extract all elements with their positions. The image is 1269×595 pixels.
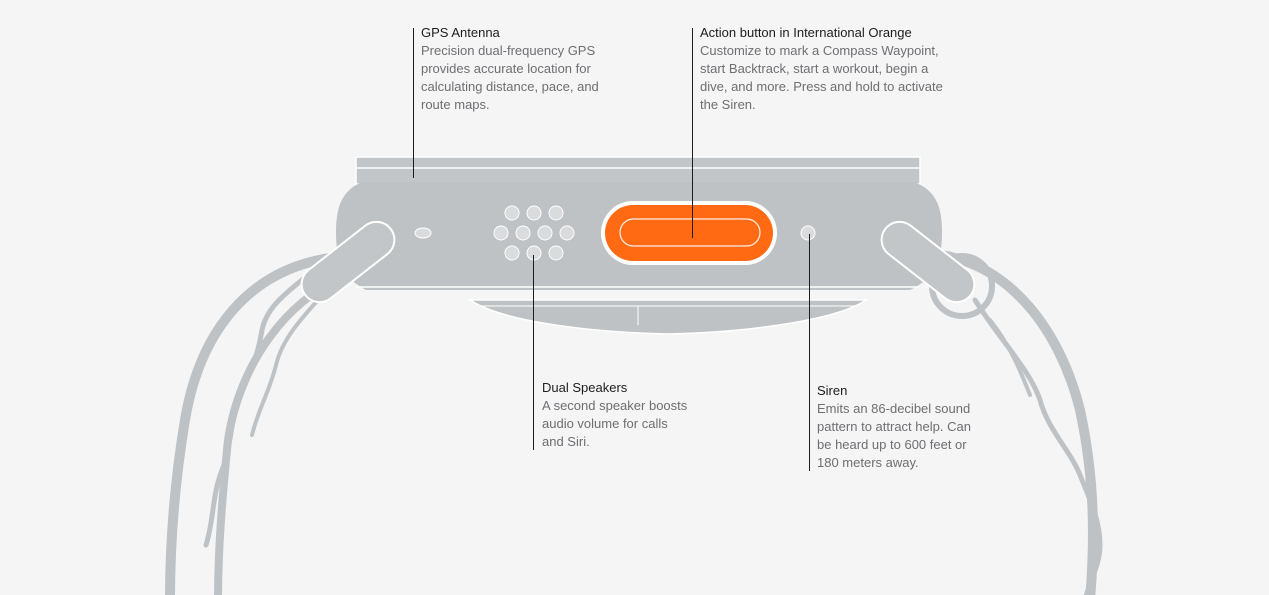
gps-leader-line [413,28,414,178]
dual-speakers-callout: Dual Speakers A second speaker boosts au… [542,379,762,451]
action-button [605,205,773,261]
speakers-leader-line [533,255,534,450]
siren-desc-line: Emits an 86-decibel sound [817,401,971,416]
action-leader-line [692,28,693,238]
gps-antenna-callout: GPS Antenna Precision dual-frequency GPS… [421,24,681,114]
siren-port [800,225,816,241]
siren-title: Siren [817,383,848,398]
siren-callout: Siren Emits an 86-decibel sound pattern … [817,382,1047,472]
speaker-grille [493,205,575,261]
left-lug [300,220,396,304]
gps-antenna-desc-line: route maps. [421,97,490,112]
action-button-inset [619,218,761,247]
action-button-callout: Action button in International Orange Cu… [700,24,1000,114]
siren-desc-line: 180 meters away. [817,455,919,470]
sensor-plate [467,299,869,335]
action-button-desc-line: start Backtrack, start a workout, begin … [700,61,929,76]
dual-speakers-desc-line: and Siri. [542,434,590,449]
action-button-desc-line: Customize to mark a Compass Waypoint, [700,43,939,58]
right-lug [880,220,976,304]
dual-speakers-desc-line: audio volume for calls [542,416,668,431]
case-top-plate [355,156,921,185]
gps-antenna-desc-line: provides accurate location for [421,61,591,76]
gps-antenna-desc-line: Precision dual-frequency GPS [421,43,596,58]
right-band [935,250,1103,595]
microphone-port-left [414,227,432,239]
siren-leader-line [809,234,810,471]
gps-antenna-desc-line: calculating distance, pace, and [421,79,599,94]
dual-speakers-desc-line: A second speaker boosts [542,398,688,413]
action-button-title: Action button in International Orange [700,25,912,40]
siren-desc-line: be heard up to 600 feet or [817,437,967,452]
action-button-desc-line: dive, and more. Press and hold to activa… [700,79,943,94]
dual-speakers-title: Dual Speakers [542,380,628,395]
left-band [165,253,342,595]
siren-desc-line: pattern to attract help. Can [817,419,971,434]
action-button-desc-line: the Siren. [700,97,756,112]
gps-antenna-title: GPS Antenna [421,25,500,40]
